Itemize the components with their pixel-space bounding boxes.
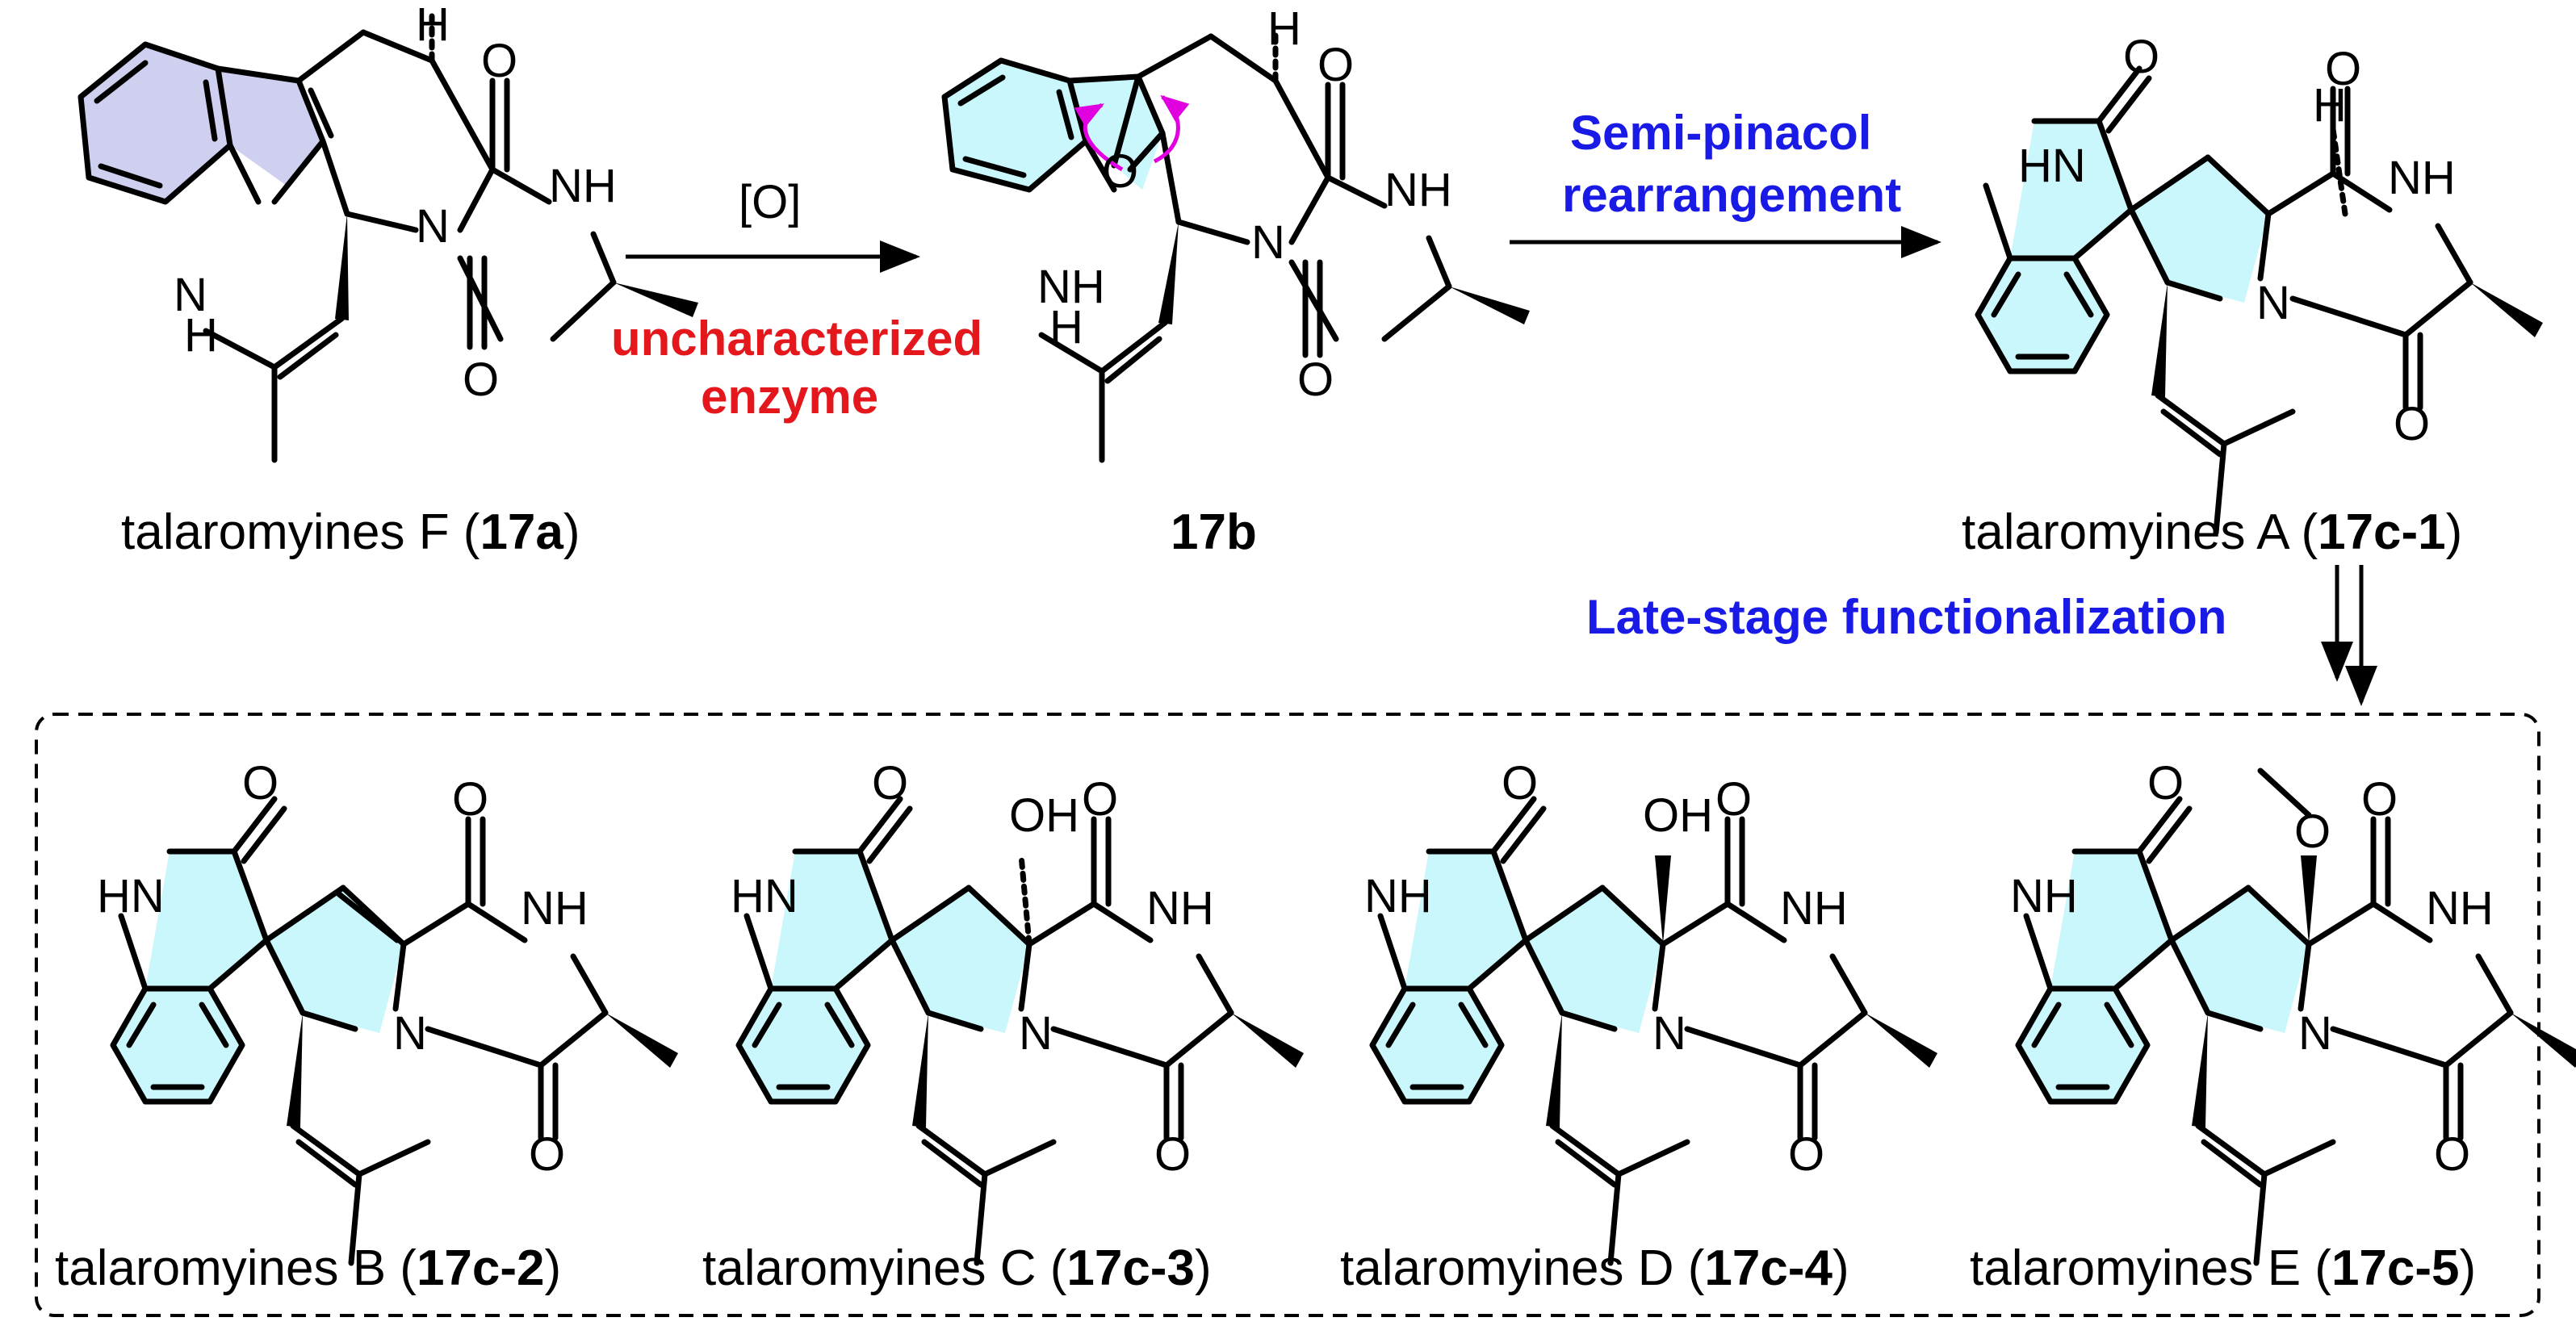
atom-nh: NH [1780, 882, 1848, 935]
atom-n: N [1652, 1007, 1686, 1060]
atom-o: O [1102, 145, 1138, 198]
atom-n: N [1019, 1007, 1053, 1060]
atom-n: N [2256, 277, 2290, 329]
rearrangement-label-line1: Semi-pinacol [1570, 106, 1871, 160]
atom-nh: NH [1384, 164, 1452, 216]
atom-o: O [2294, 805, 2331, 858]
atom-o: O [1788, 1128, 1824, 1181]
atom-o: O [481, 35, 517, 87]
atom-h: H [1049, 301, 1083, 353]
atom-h: H [416, 0, 450, 51]
atom-o: O [2434, 1128, 2470, 1181]
rearrangement-label-line2: rearrangement [1562, 168, 1901, 222]
atom-o: O [1715, 773, 1752, 826]
atom-o: O [1502, 757, 1538, 809]
compound-17c-1: H O HN O NH N O talaromyines A (17c-1) [1962, 31, 2543, 560]
compound-name-17c-3: talaromyines C (17c-3) [702, 1240, 1212, 1296]
compound-17c-4: O NH OH O NH N O talaromyines D (17c-4) [1340, 757, 1937, 1296]
reagent-label: [O] [739, 176, 801, 228]
atom-o: O [2325, 43, 2361, 95]
atom-nh: NH [1037, 261, 1105, 313]
atom-o: O [872, 757, 908, 809]
atom-o: O [2361, 773, 2398, 826]
compound-17c-3: O HN OH O NH N O talaromyines C (17c-3) [702, 757, 1304, 1296]
atom-o: O [2394, 398, 2430, 450]
compound-17c-5: O NH O O NH N O talaromyines E (17c-5) [1970, 757, 2576, 1296]
compound-name-17b: 17b [1171, 504, 1257, 560]
atom-h: H [2313, 79, 2347, 132]
atom-o: O [529, 1128, 565, 1181]
late-stage-label: Late-stage functionalization [1586, 590, 2226, 644]
atom-o: O [1297, 353, 1334, 406]
atom-nh: NH [2426, 882, 2494, 935]
atom-n: N [1251, 216, 1285, 269]
atom-o: O [463, 353, 499, 406]
atom-oh: OH [1643, 789, 1713, 842]
atom-hn: HN [97, 870, 165, 922]
atom-n: N [416, 200, 450, 253]
enzyme-label-line2: enzyme [701, 370, 878, 424]
atom-nh: NH [2010, 870, 2078, 922]
enzyme-label-line1: uncharacterized [611, 312, 982, 366]
atom-o: O [1317, 39, 1354, 91]
atom-oh: OH [1009, 789, 1079, 842]
atom-nh: NH [1364, 870, 1432, 922]
atom-h: H [1267, 2, 1301, 55]
atom-o: O [2147, 757, 2184, 809]
atom-o: O [1082, 773, 1118, 826]
compound-17c-2: O HN O NH N O talaromyines B (17c-2) [55, 757, 678, 1296]
atom-nh: NH [2388, 152, 2456, 204]
atom-hn: HN [2018, 140, 2086, 192]
atom-h: H [184, 309, 218, 362]
atom-o: O [2123, 31, 2159, 83]
atom-nh: NH [1146, 882, 1214, 935]
atom-o: O [452, 773, 488, 826]
compound-17a: H O NH N O N H talaromyines F (17a) [77, 0, 698, 560]
atom-o: O [1154, 1128, 1191, 1181]
atom-nh: NH [549, 160, 617, 212]
atom-hn: HN [731, 870, 798, 922]
compound-name-17c-5: talaromyines E (17c-5) [1970, 1240, 2476, 1296]
compound-name-17c-1: talaromyines A (17c-1) [1962, 504, 2462, 560]
derivatives-box [35, 713, 2540, 1317]
compound-name-17c-2: talaromyines B (17c-2) [55, 1240, 561, 1296]
atom-n: N [174, 269, 207, 321]
atom-n: N [2298, 1007, 2332, 1060]
compound-name-17c-4: talaromyines D (17c-4) [1340, 1240, 1849, 1296]
atom-n: N [393, 1007, 427, 1060]
atom-o: O [242, 757, 279, 809]
atom-nh: NH [521, 882, 589, 935]
compound-17b: O H O NH N O NH H 17b [941, 2, 1530, 560]
compound-name-17a: talaromyines F (17a) [121, 504, 580, 560]
